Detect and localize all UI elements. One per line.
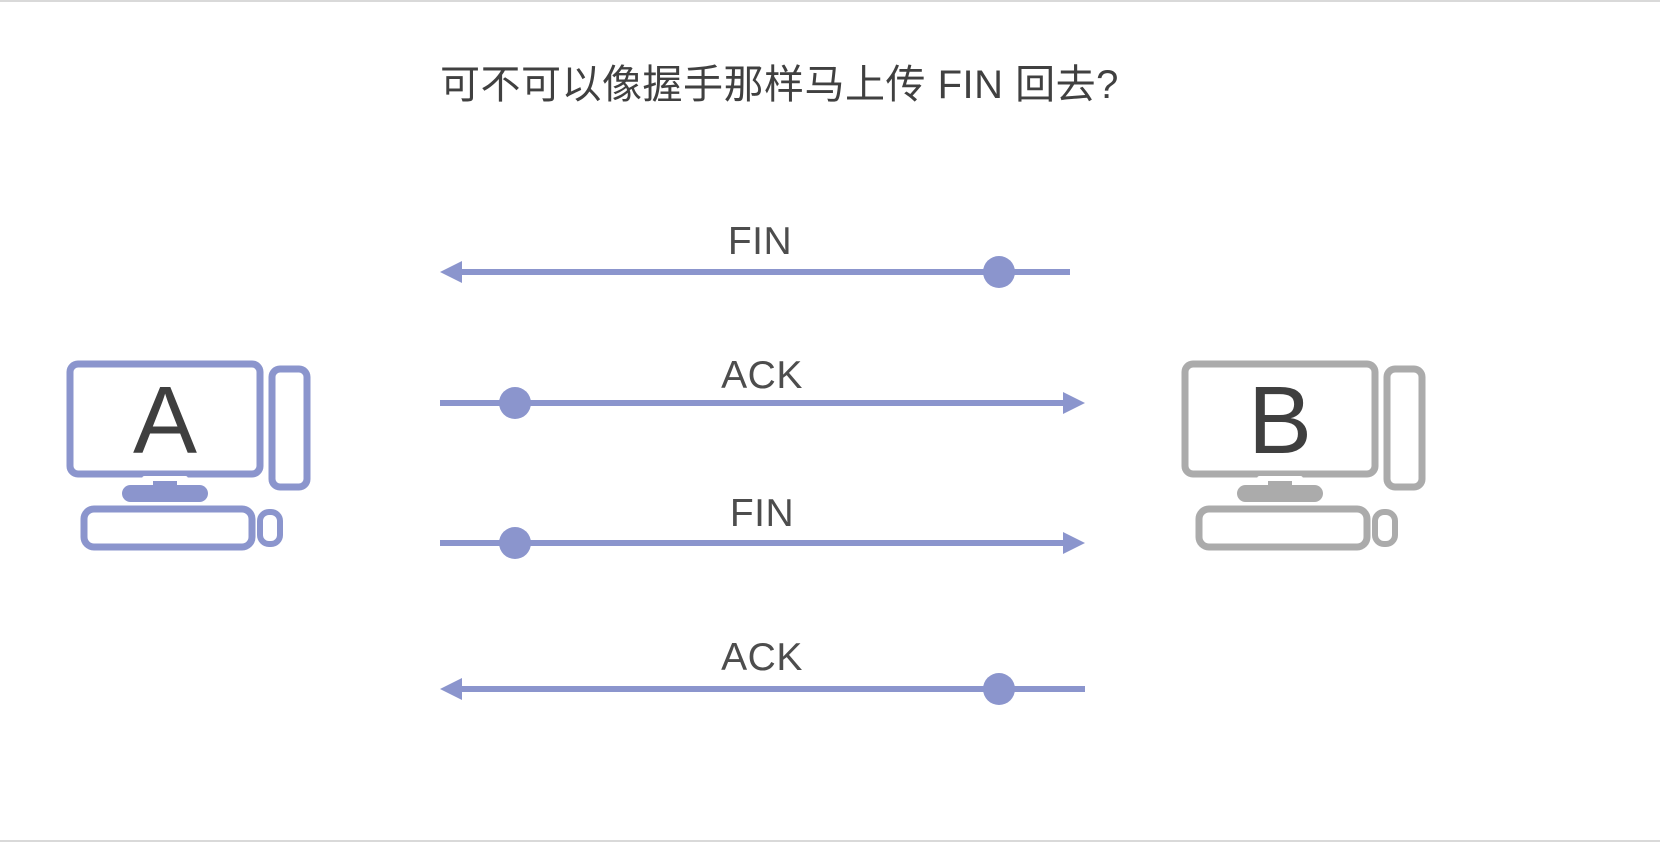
keyboard-a <box>80 505 256 551</box>
arrow-head <box>1063 532 1085 554</box>
host-a-computer[interactable]: A <box>60 354 320 554</box>
host-b-icon <box>1181 360 1426 551</box>
arrow-head <box>440 261 462 283</box>
message-label: ACK <box>721 636 803 679</box>
message-marker-dot[interactable] <box>983 673 1015 705</box>
page-title: 可不可以像握手那样马上传 FIN 回去? <box>440 63 1119 107</box>
message-label: FIN <box>727 220 793 263</box>
host-a-label: A <box>132 367 198 474</box>
message-marker-dot[interactable] <box>499 527 531 559</box>
host-b-computer[interactable]: B <box>1175 354 1435 554</box>
message-marker-dot[interactable] <box>983 256 1015 288</box>
message-label: ACK <box>721 354 803 397</box>
keyboard-b <box>1195 505 1371 551</box>
arrow-head <box>440 678 462 700</box>
monitor-neck-notch-a <box>142 476 188 481</box>
monitor-base-b <box>1237 485 1323 502</box>
mouse-b <box>1372 509 1398 547</box>
monitor-base-a <box>122 485 208 502</box>
message-label: FIN <box>729 492 795 535</box>
message-marker-dot[interactable] <box>499 387 531 419</box>
pc-tower-a <box>268 365 311 491</box>
host-b-label: B <box>1247 367 1313 474</box>
host-a-icon <box>66 360 311 551</box>
mouse-a <box>257 509 283 547</box>
arrow-head <box>1063 392 1085 414</box>
monitor-neck-notch-b <box>1257 476 1303 481</box>
pc-tower-b <box>1383 365 1426 491</box>
